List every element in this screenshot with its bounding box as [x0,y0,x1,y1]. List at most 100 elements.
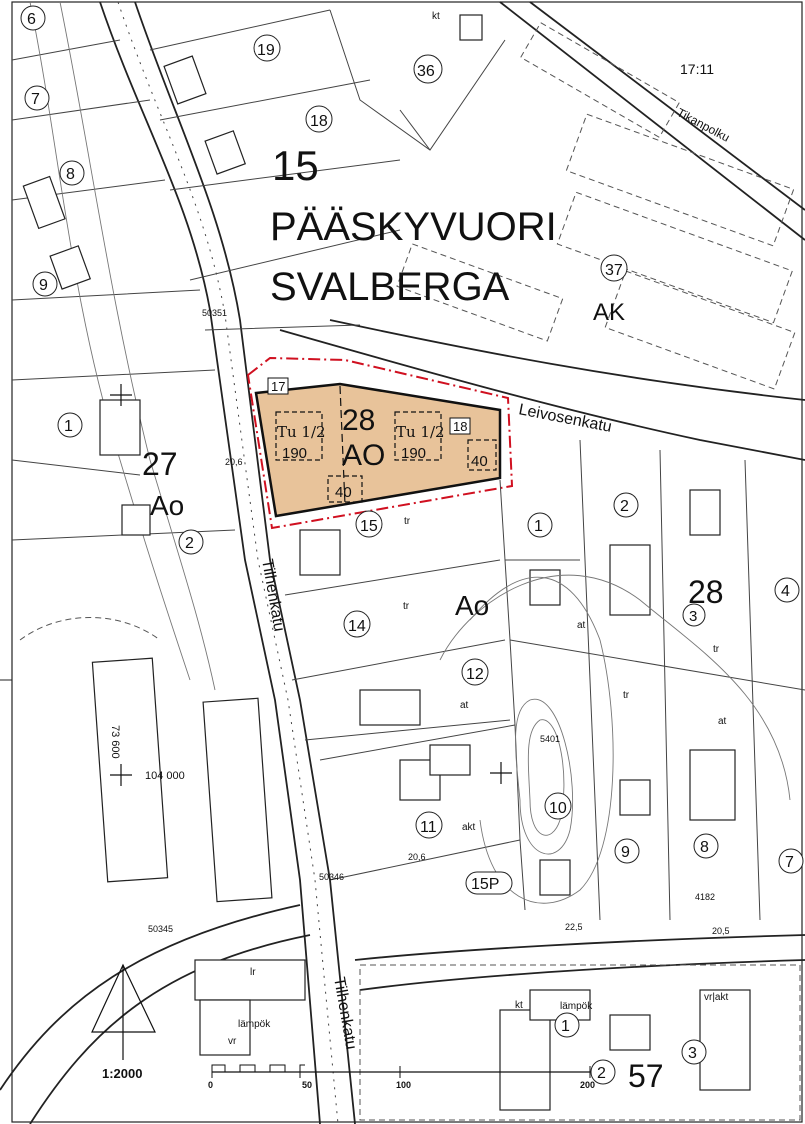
plot-number-11: 14 [348,618,366,635]
street-tikanpolku: Tikanpolku [675,105,732,144]
building-label-7: akt [462,822,476,833]
elev-22-5: 22,5 [565,922,583,932]
zone-ak-label: AK [593,299,625,326]
plot-divider [339,385,346,506]
building-label-10: lr [250,967,256,978]
plot-number-7: 37 [605,262,623,279]
building-label-14: vr|akt [704,992,728,1003]
building-area-right [394,411,442,461]
plot-number-9: 2 [185,535,194,552]
plot-number-24: 3 [688,1045,697,1062]
plot-number-10: 15 [360,518,378,535]
highlighted-plot-area[interactable] [254,382,502,518]
corner-plot-18: 18 [453,419,467,434]
corner-plot-17: 17 [271,379,285,394]
building-label-9: kt [515,1000,523,1011]
block-27-number: 27 [142,446,178,482]
plot-number-23: 2 [597,1065,606,1082]
highlighted-plot[interactable]: 17 18 28 AO Tu 1/2 Tu 1/2 190 190 40 40 [246,356,514,530]
plot-small-area-right: 40 [471,453,488,470]
scale-tick-200: 200 [580,1080,595,1090]
scale-tick-50: 50 [302,1080,312,1090]
plot-circles: 6 7 8 9 19 36 18 37 1 2 15 14 12 11 10 9… [20,5,804,1085]
plot-number-3: 9 [39,277,48,294]
district-name-fi: PÄÄSKYVUORI [270,205,557,249]
center-zone-label: Ao [455,590,489,621]
small-area-right [467,439,497,471]
contour-hill [439,574,791,904]
plot-number-6: 18 [310,113,328,130]
elev-20-6b: 20,6 [408,852,426,862]
point-50351: 50351 [202,308,227,318]
tikanpolku-road [499,1,805,241]
plot-number-18: 4 [781,583,790,600]
plot-number-16: 8 [700,839,709,856]
point-5401: 5401 [540,734,560,744]
scale-bar: 0 50 100 200 [208,1064,595,1090]
elev-4182: 4182 [695,892,715,902]
plot-number-21: 1 [534,518,543,535]
small-area-bottom [327,475,363,503]
building-label-1: tr [403,601,410,612]
block-27-zone: Ao [150,490,184,521]
building-label-6: at [718,716,727,727]
bottom-buildings [194,959,801,1121]
building-area-left [275,411,323,461]
building-labels: tr tr tr tr at at at akt kt kt lr lämpök… [228,11,728,1047]
building-label-4: at [460,700,469,711]
plot-number-0: 6 [27,11,36,28]
center-plots [284,439,805,921]
point-50345: 50345 [148,924,173,934]
scale-tick-0: 0 [208,1080,213,1090]
corner-box-17 [267,377,289,395]
plot-area-right: 190 [401,445,426,462]
plot-number-20: 2 [620,498,629,515]
scale-ratio: 1:2000 [102,1066,142,1081]
plot-number-17: 7 [785,854,794,871]
plot-label-left: Tu 1/2 [277,423,326,441]
building-label-13: vr [228,1036,237,1047]
plot-number-19: 3 [689,608,697,625]
north-arrow-icon [91,963,156,1060]
apartment-blocks [19,617,273,903]
coord-x: 104 000 [145,770,185,782]
leivosenkatu-road [279,319,805,461]
time-label: 17:11 [680,61,714,77]
street-tilhenkatu-lower: Tilhenkatu [330,976,359,1051]
ak-blocks [396,21,796,390]
top-plots [149,9,506,331]
building-label-0: tr [404,516,411,527]
street-tilhenkatu-upper: Tilhenkatu [258,558,287,633]
plot-boundary-redline [246,356,514,530]
block-57-number: 57 [628,1058,664,1094]
plot-number-15: 9 [621,844,630,861]
plot-number-12: 12 [466,666,484,683]
building-label-3: tr [623,690,630,701]
scale-tick-100: 100 [396,1080,411,1090]
left-plots [11,1,247,691]
map-frame [11,1,803,1123]
plot-label-right: Tu 1/2 [396,423,445,441]
elev-20-6a: 20,6 [225,457,243,467]
plot-small-area-bottom: 40 [335,484,352,501]
svg-text:15P: 15P [471,876,499,893]
plot-number-8: 1 [64,418,73,435]
district-name-sv: SVALBERGA [270,265,510,309]
street-leivosenkatu: Leivosenkatu [517,401,613,436]
building-label-12: lämpök [560,1001,593,1012]
building-label-5: at [577,620,586,631]
plot-area-left: 190 [282,445,307,462]
plot-number-1: 7 [31,91,40,108]
elev-20-5: 20,5 [712,926,730,936]
plot-zone: AO [342,439,385,472]
plot-block-number: 28 [342,404,375,437]
point-50346: 50346 [319,872,344,882]
building-label-8: kt [432,11,440,22]
plot-number-5: 36 [417,63,435,80]
corner-box-18 [449,417,471,435]
block-28-number: 28 [688,574,724,610]
lower-road [0,904,805,1124]
coord-y: 73 600 [109,725,121,759]
district-number: 15 [272,142,319,189]
